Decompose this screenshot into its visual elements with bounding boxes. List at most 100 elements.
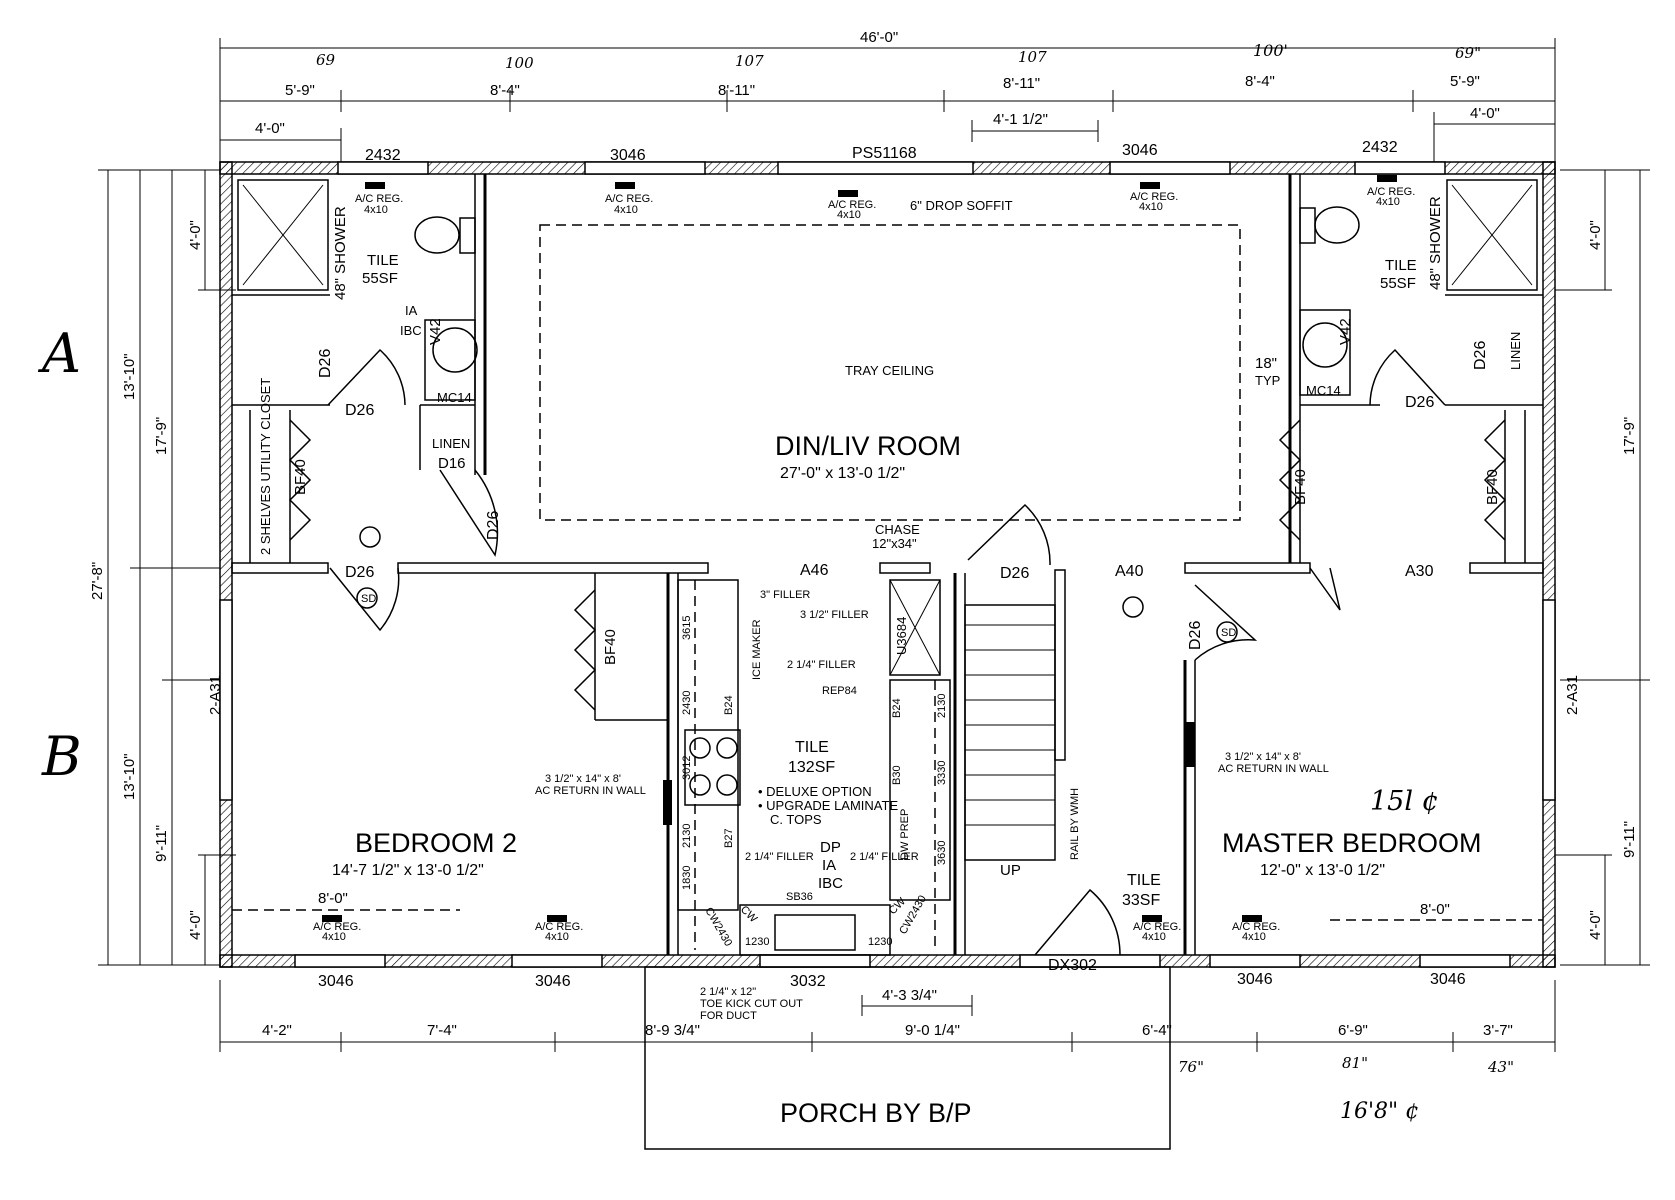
kitchen-3012: 3012: [681, 756, 693, 780]
left-dimensions: 27'-8" 13'-10" 13'-10" 17'-9" 9'-11" 4'-…: [89, 169, 236, 966]
bath-right-area: 55SF: [1380, 275, 1416, 292]
kitchen-dwprep: DW PREP: [899, 809, 911, 860]
reg-size-5: 4x10: [1376, 196, 1400, 208]
ac-return-left: [663, 780, 672, 825]
exterior-walls: [219, 161, 1556, 968]
kitchen-2130-left: 2130: [681, 824, 693, 848]
bath-right-linen: LINEN: [1508, 332, 1523, 370]
door-dx302: DX302: [1048, 957, 1097, 974]
top-handwritten-6: 69": [1455, 44, 1481, 62]
bath-left-shower: 48" SHOWER: [332, 206, 349, 300]
typ-dim: 18": [1255, 355, 1277, 372]
kitchen-1230-left: 1230: [745, 936, 769, 948]
ac-return-left-1: 3 1/2" x 14" x 8': [545, 773, 621, 785]
right-dim-4ft-top: 4'-0": [1587, 220, 1604, 250]
kitchen-b27: B27: [723, 828, 735, 848]
top-seg-6: 5'-9": [1450, 73, 1480, 90]
overall-width: 46'-0": [860, 29, 898, 46]
win-bot-2: 3046: [535, 973, 571, 990]
right-dimensions: 17'-9" 9'-11" 4'-0" 4'-0" 2-A31: [1555, 169, 1650, 966]
toe-kick-2: TOE KICK CUT OUT: [700, 998, 803, 1010]
tray-ceiling-label: TRAY CEILING: [845, 363, 934, 378]
kitchen-ice: ICE MAKER: [751, 619, 763, 680]
top-handwritten-2: 100: [505, 54, 534, 72]
door-a30: A30: [1405, 563, 1434, 580]
top-handwritten-5: 100': [1253, 41, 1288, 60]
kitchen-filler-35: 3 1/2" FILLER: [800, 609, 869, 621]
top-seg-2: 8'-4": [490, 82, 520, 99]
kitchen-chase: CHASE: [875, 522, 920, 537]
typ-label: TYP: [1255, 373, 1280, 388]
reg-size-3: 4x10: [837, 209, 861, 221]
door-bf40-1: BF40: [292, 459, 309, 495]
kitchen-sb36: SB36: [786, 891, 813, 903]
top-handwritten-1: 69: [316, 51, 336, 69]
door-bf40-3: BF40: [1484, 469, 1501, 505]
top-seg-3: 8'-11": [718, 82, 755, 99]
reg-label-5: A/C REG.: [1367, 186, 1415, 198]
top-right-4ft: 4'-0": [1470, 105, 1500, 122]
kitchen-b24-left: B24: [723, 695, 735, 715]
bot-handwritten-1: 76": [1178, 1058, 1204, 1076]
bedroom2-size: 14'-7 1/2" x 13'-0 1/2": [332, 862, 484, 879]
win-top-3: PS51168: [852, 145, 917, 162]
bot-handwritten-2: 81": [1342, 1054, 1368, 1072]
grid-label-b: B: [41, 725, 82, 788]
bot-seg-6: 6'-9": [1338, 1022, 1368, 1039]
door-d26-7: D26: [1405, 394, 1434, 411]
toe-kick-1: 2 1/4" x 12": [700, 986, 756, 998]
kitchen-ia: IA: [822, 857, 836, 874]
entry-tile-area: 33SF: [1122, 892, 1160, 909]
bath-left-ia: IA: [405, 303, 418, 318]
stair[interactable]: [964, 569, 1066, 861]
bath-left-vanity: V42: [427, 318, 444, 345]
porch-label: PORCH BY B/P: [780, 1098, 972, 1128]
kitchen-filler-right: 2 1/4" FILLER: [850, 851, 919, 863]
bedroom2-name: BEDROOM 2: [355, 828, 517, 858]
right-dim-17-9: 17'-9": [1621, 417, 1638, 455]
ac-return-right-1: 3 1/2" x 14" x 8': [1225, 751, 1301, 763]
bath-left-ibc: IBC: [400, 323, 422, 338]
bath-left-d16: D16: [438, 455, 466, 472]
smoke-detector-1: SD: [361, 593, 376, 605]
kitchen-3615: 3615: [681, 616, 693, 640]
reg-label-7: A/C REG.: [535, 921, 583, 933]
top-seg-1: 5'-9": [285, 82, 315, 99]
din-liv-size: 27'-0" x 13'-0 1/2": [780, 465, 905, 482]
bath-left-tile: TILE: [367, 252, 399, 269]
kitchen-area: 132SF: [788, 759, 835, 776]
right-dim-4ft-bottom: 4'-0": [1587, 910, 1604, 940]
kitchen-filler-214: 2 1/4" FILLER: [787, 659, 856, 671]
kitchen-chase-size: 12"x34": [872, 536, 917, 551]
reg-label-8: A/C REG.: [1133, 921, 1181, 933]
reg-label-1: A/C REG.: [355, 193, 403, 205]
top-handwritten-3: 107: [735, 52, 764, 70]
bath-left-linen: LINEN: [432, 436, 470, 451]
kitchen-1230-right: 1230: [868, 936, 892, 948]
kitchen-2430: 2430: [681, 691, 693, 715]
reg-label-2: A/C REG.: [605, 193, 653, 205]
porch-outline: [644, 966, 1171, 1150]
reg-label-3: A/C REG.: [828, 199, 876, 211]
bath-right-tile: TILE: [1385, 257, 1417, 274]
ac-return-right: [1186, 722, 1195, 767]
win-bot-1: 3046: [318, 973, 354, 990]
kitchen-3330: 3330: [936, 761, 948, 785]
bot-seg-1: 4'-2": [262, 1022, 292, 1039]
reg-label-9: A/C REG.: [1232, 921, 1280, 933]
kitchen-note-3: C. TOPS: [770, 812, 822, 827]
reg-size-9: 4x10: [1242, 931, 1266, 943]
kitchen-filler-left: 2 1/4" FILLER: [745, 851, 814, 863]
win-top-5: 2432: [1362, 139, 1398, 156]
bot-seg-2: 7'-4": [427, 1022, 457, 1039]
door-d26-1: D26: [317, 349, 334, 378]
top-seg-4: 8'-11": [1003, 75, 1040, 92]
kitchen-2130-right: 2130: [936, 694, 948, 718]
kitchen-dp: DP: [820, 839, 841, 856]
soffit-label: 6" DROP SOFFIT: [910, 198, 1013, 213]
reg-size-2: 4x10: [614, 204, 638, 216]
reg-size-6: 4x10: [322, 931, 346, 943]
bot-door-width: 4'-3 3/4": [882, 987, 937, 1004]
master-size: 12'-0" x 13'-0 1/2": [1260, 862, 1385, 879]
